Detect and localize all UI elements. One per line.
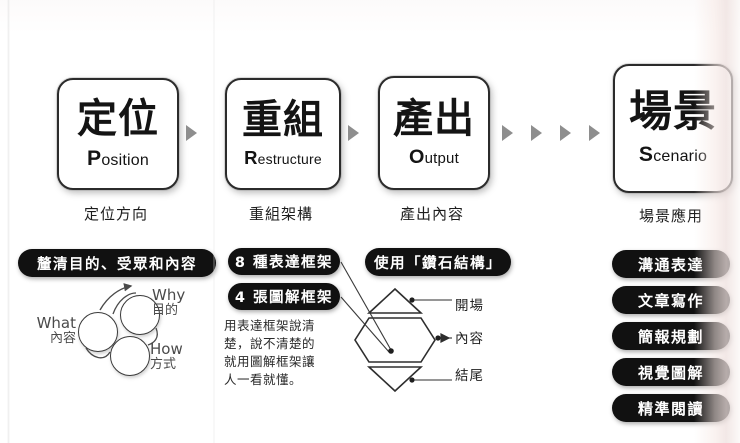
arrow-icon-5 <box>560 125 571 141</box>
diamond-label-opening: 開場 <box>455 298 484 314</box>
cycle-label-why-zh: 目的 <box>152 302 179 318</box>
cycle-label-why-en: Why <box>152 286 186 304</box>
cycle-label-why: Why 目的 <box>152 287 185 318</box>
stage-eng-rest-output: utput <box>424 149 459 167</box>
stage-eng-scenario: Scenario <box>639 144 707 165</box>
arrow-icon-3 <box>502 125 513 141</box>
stage-eng-rest-scenario: cenario <box>653 148 708 166</box>
pill-scenario-writing[interactable]: 文章寫作 <box>612 286 730 314</box>
cycle-label-what-zh: 內容 <box>49 330 76 346</box>
pill-scenario-communication[interactable]: 溝通表達 <box>612 250 730 278</box>
diamond-dots-icon <box>409 297 441 383</box>
pill-scenario-presentation[interactable]: 簡報規劃 <box>612 322 730 350</box>
stage-box-position[interactable]: 定位 Position <box>57 78 179 190</box>
cycle-label-how: How 方式 <box>150 341 183 372</box>
stage-eng-initial-output: O <box>409 145 425 168</box>
arrow-icon-2 <box>348 125 359 141</box>
stage-title-position: 定位 <box>77 95 159 142</box>
pill-clarify-purpose[interactable]: 釐清目的、受眾和內容 <box>18 249 216 277</box>
cycle-circle-how <box>110 336 150 376</box>
arrow-icon-4 <box>531 125 542 141</box>
stage-eng-restructure: Restructure <box>244 149 322 167</box>
stage-title-output: 產出 <box>393 95 475 142</box>
diamond-structure-icon <box>354 287 436 393</box>
stage-eng-position: Position <box>87 148 149 169</box>
stage-sub-position: 定位方向 <box>83 205 148 223</box>
arrow-icon-1 <box>186 125 197 141</box>
diamond-content-arrow-icon <box>440 333 451 343</box>
arrow-icon-6 <box>589 125 600 141</box>
cycle-circle-what <box>78 312 118 352</box>
stage-eng-initial-restructure: R <box>244 147 258 169</box>
diamond-label-content: 內容 <box>455 331 484 347</box>
stage-box-restructure[interactable]: 重組 Restructure <box>225 78 341 190</box>
stage-sub-restructure: 重組架構 <box>248 205 313 223</box>
stage-sub-output: 產出內容 <box>399 205 464 223</box>
scan-artifact-mid-line <box>213 0 215 443</box>
stage-box-scenario[interactable]: 場景 Scenario <box>613 64 733 193</box>
cycle-label-what-en: What <box>36 314 76 332</box>
stage-title-restructure: 重組 <box>242 97 324 144</box>
pill-scenario-reading[interactable]: 精準閱讀 <box>612 394 730 422</box>
scan-artifact-left-line <box>7 0 10 443</box>
scan-artifact-top <box>0 0 740 34</box>
stage-sub-scenario: 場景應用 <box>638 207 703 225</box>
pill-illustration-frameworks[interactable]: 4 張圖解框架 <box>228 283 340 310</box>
cycle-label-what: What 內容 <box>24 315 76 346</box>
pill-diamond-structure[interactable]: 使用「鑽石結構」 <box>365 248 511 276</box>
stage-eng-rest-restructure: estructure <box>257 151 322 168</box>
stage-eng-output: Output <box>409 145 459 168</box>
stage-eng-initial-position: P <box>87 146 102 170</box>
stage-box-output[interactable]: 產出 Output <box>378 76 490 190</box>
cycle-label-how-en: How <box>150 340 183 358</box>
stage-eng-initial-scenario: S <box>638 143 654 167</box>
pill-scenario-visual[interactable]: 視覺圖解 <box>612 358 730 386</box>
stage-eng-rest-position: osition <box>101 151 149 169</box>
column2-paragraph: 用表達框架說清 楚，說不清楚的 就用圖解框架讓 人一看就懂。 <box>224 318 316 388</box>
stage-title-scenario: 場景 <box>629 87 717 138</box>
cycle-label-how-zh: 方式 <box>150 356 177 372</box>
diamond-leader-lines <box>414 299 452 381</box>
framework-connector-dot <box>388 348 394 354</box>
diamond-label-ending: 結尾 <box>455 368 484 384</box>
pill-expression-frameworks[interactable]: 8 種表達框架 <box>228 248 340 275</box>
